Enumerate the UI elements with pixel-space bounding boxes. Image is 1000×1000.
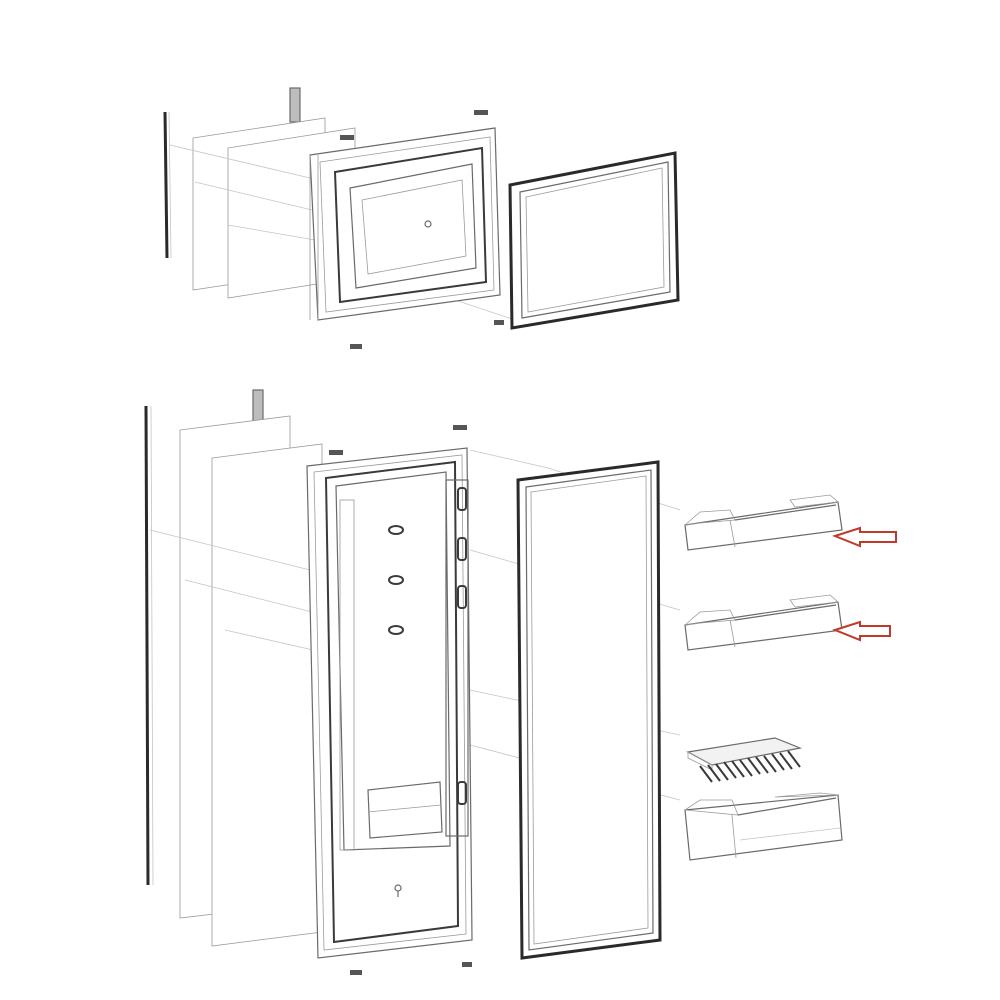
door-shelf-middle	[683, 594, 843, 651]
freezer-door-assembly	[163, 87, 680, 349]
fridge-hinge-pins	[329, 425, 472, 975]
fridge-door-gasket	[516, 460, 662, 960]
egg-tray	[686, 737, 803, 783]
arrow-left-icon	[832, 526, 897, 548]
fridge-door-rod	[144, 405, 154, 886]
fridge-door-assembly	[144, 389, 897, 975]
freezer-door-gasket	[508, 151, 680, 330]
fridge-hinge-pin-top	[252, 389, 264, 423]
bottle-shelf	[683, 792, 843, 861]
freezer-hinge-pin-top	[289, 87, 301, 123]
freezer-inner-liner	[309, 127, 501, 321]
arrow-left-icon	[832, 620, 891, 642]
fridge-inner-liner	[306, 447, 473, 959]
freezer-door-rod	[163, 111, 172, 259]
freezer-hinge-pins	[340, 110, 504, 349]
fridge-insulation-panel-front	[211, 443, 323, 947]
door-shelf-upper	[683, 494, 843, 551]
